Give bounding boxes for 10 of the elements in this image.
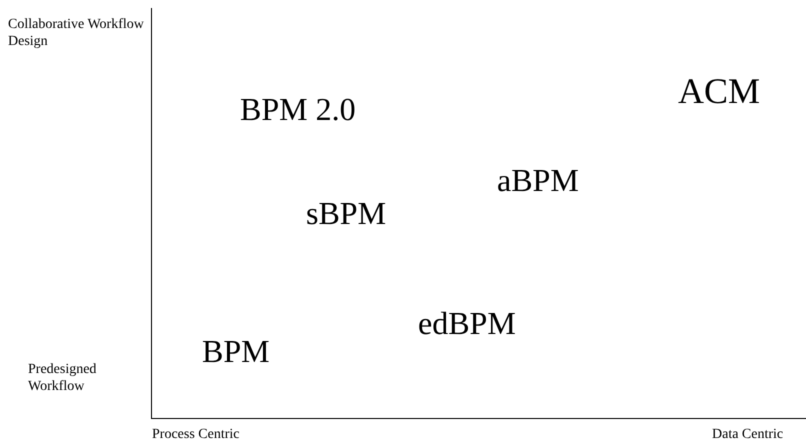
category-label: sBPM [306,194,386,232]
category-label: BPM [202,332,270,370]
category-label: edBPM [418,304,516,342]
axis-label: Process Centric [152,427,240,444]
category-label: BPM 2.0 [240,90,356,128]
axis-label: Data Centric [712,427,784,444]
axis-label: Predesigned Workflow [28,362,98,396]
category-label: ACM [678,70,760,113]
category-label: aBPM [497,161,579,200]
axis-label: Collaborative Workflow Design [8,17,145,51]
